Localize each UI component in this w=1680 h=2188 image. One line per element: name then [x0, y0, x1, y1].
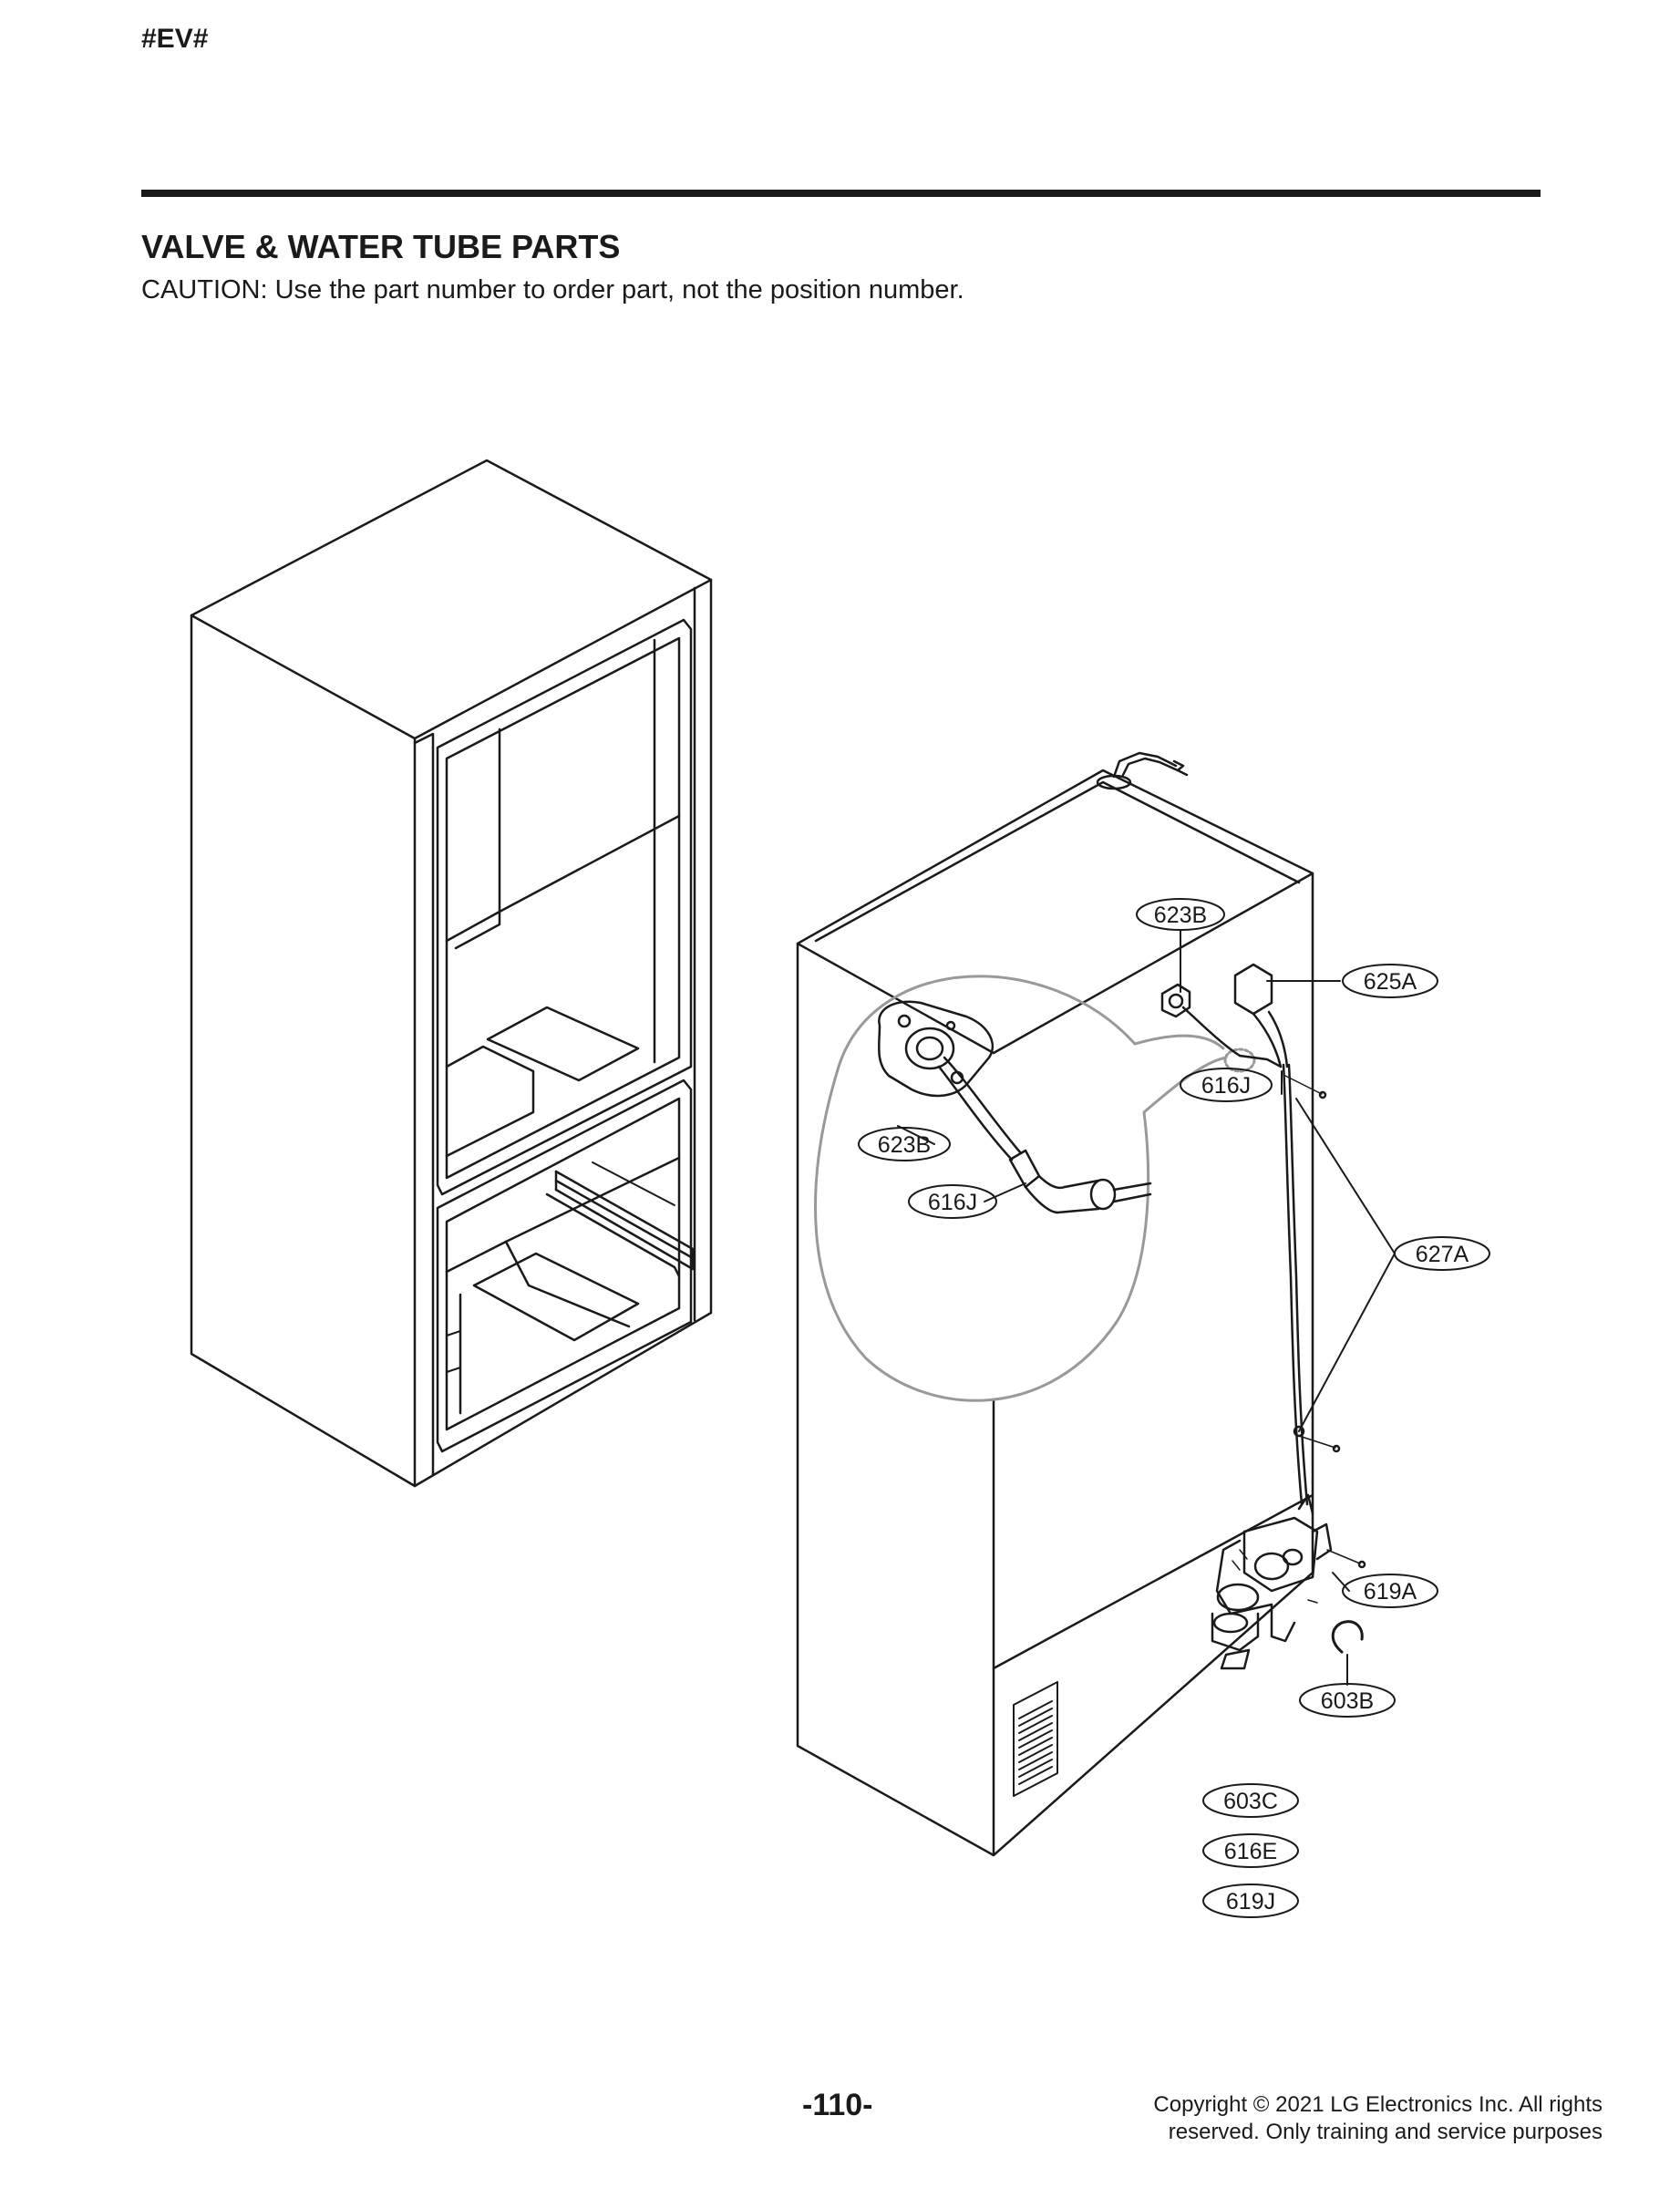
callout-label: 619J [1226, 1889, 1275, 1914]
callout-label: 616J [1201, 1073, 1251, 1099]
callout-616J-main: 616J [1180, 1068, 1273, 1102]
copyright-line-2: reserved. Only training and service purp… [1168, 2120, 1603, 2144]
clip-603B [1331, 1620, 1364, 1654]
callout-625A: 625A [1342, 964, 1438, 998]
callout-label: 627A [1416, 1242, 1469, 1267]
cabinet-rear-view [796, 751, 1314, 1857]
callout-623B-main: 623B [1136, 898, 1225, 931]
callout-619A: 619A [1342, 1574, 1438, 1608]
water-inlet-grommet [1096, 751, 1189, 790]
callout-616E: 616E [1202, 1833, 1299, 1868]
vent-grille [1013, 1681, 1058, 1797]
callout-label: 616E [1224, 1839, 1277, 1864]
callout-619J: 619J [1202, 1884, 1299, 1918]
leader-lines [897, 929, 1396, 1686]
callout-label: 603B [1321, 1688, 1374, 1714]
callout-603B: 603B [1299, 1683, 1396, 1718]
header-rule [141, 190, 1541, 197]
tube-assembly [1160, 963, 1341, 1506]
caution-note: CAUTION: Use the part number to order pa… [141, 275, 964, 304]
callout-label: 619A [1364, 1579, 1417, 1605]
callout-label: 603C [1223, 1789, 1278, 1814]
callout-603C: 603C [1202, 1783, 1299, 1818]
cabinet-front-view [190, 459, 713, 1488]
callout-627A: 627A [1394, 1236, 1490, 1271]
callout-label: 625A [1364, 969, 1417, 995]
copyright-notice: Copyright © 2021 LG Electronics Inc. All… [946, 2091, 1603, 2146]
callout-label: 623B [1154, 903, 1207, 928]
bracket-623B-detail [877, 1000, 1152, 1214]
water-valve [1211, 1493, 1366, 1670]
copyright-line-1: Copyright © 2021 LG Electronics Inc. All… [1153, 2092, 1603, 2117]
document-code: #EV# [141, 24, 209, 54]
callout-616J-detail: 616J [908, 1184, 997, 1219]
callout-label: 623B [878, 1132, 931, 1158]
callout-label: 616J [928, 1190, 977, 1215]
callout-623B-detail: 623B [858, 1127, 951, 1161]
page-number: -110- [802, 2088, 873, 2122]
detail-magnifier [814, 975, 1256, 1402]
page-title: VALVE & WATER TUBE PARTS [141, 228, 621, 265]
